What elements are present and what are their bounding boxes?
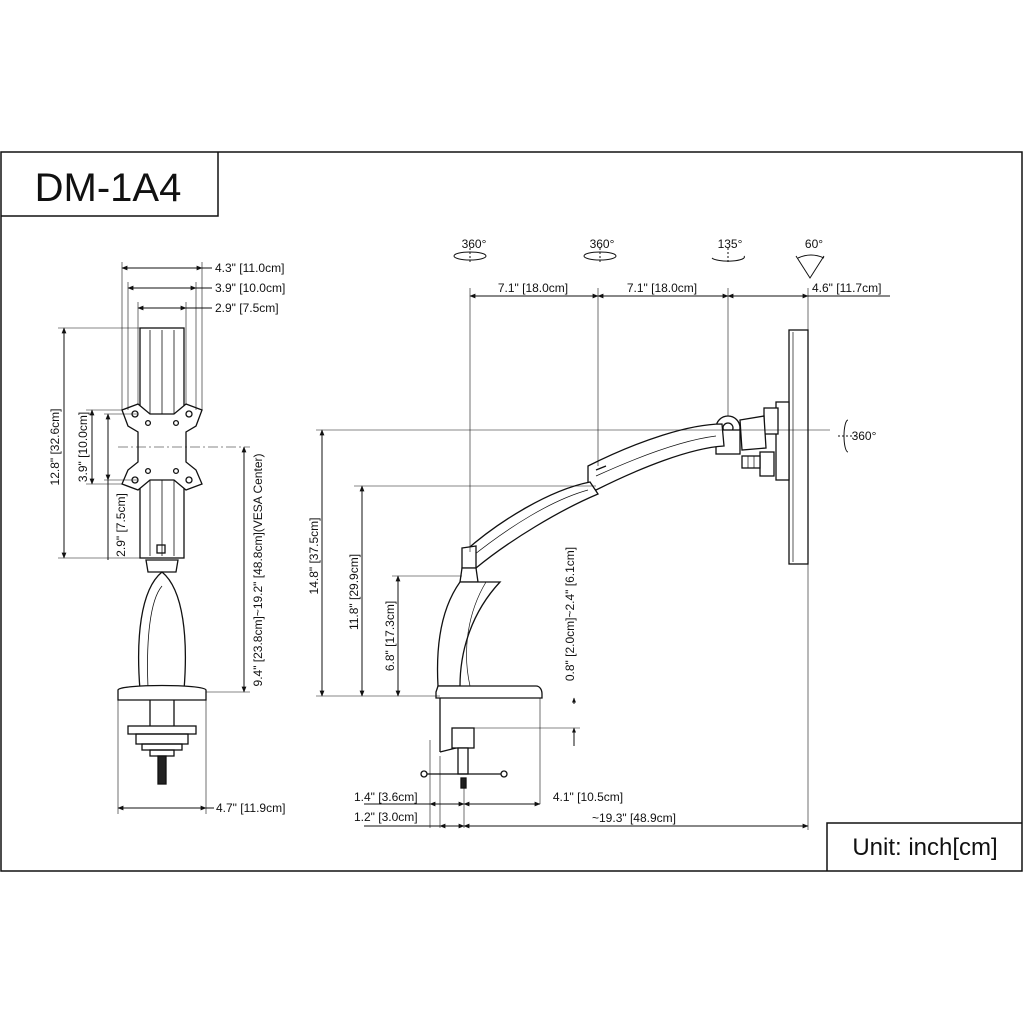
side-dimension-lines — [316, 288, 890, 830]
arm-length-label-1: 7.1" [18.0cm] — [498, 281, 568, 295]
rotation-label-4: 60° — [805, 237, 823, 251]
rotation-label-5: 360° — [852, 429, 877, 443]
rotation-label-3: 135° — [718, 237, 743, 251]
model-title: DM-1A4 — [35, 166, 182, 210]
front-view-drawing — [117, 327, 207, 785]
clamp-label-1: 1.4" [3.6cm] — [354, 790, 418, 804]
drawing-frame — [0, 151, 1023, 872]
rotation-label-1: 360° — [462, 237, 487, 251]
front-width-label-1: 4.3" [11.0cm] — [215, 261, 284, 275]
unit-label: Unit: inch[cm] — [852, 834, 997, 861]
front-view: 4.3" [11.0cm] 3.9" [10.0cm] 2.9" [7.5cm]… — [48, 261, 285, 815]
front-height-label-2: 3.9" [10.0cm] — [76, 412, 90, 482]
front-base-label: 4.7" [11.9cm] — [216, 801, 285, 815]
rotation-label-2: 360° — [590, 237, 615, 251]
front-dimension-lines — [58, 262, 250, 814]
clamp-label-2: 1.2" [3.0cm] — [354, 810, 418, 824]
front-height-label-3: 2.9" [7.5cm] — [114, 493, 128, 557]
side-view: 360° 360° 135° 60° 360° — [307, 237, 890, 830]
max-reach-label: ~19.3" [48.9cm] — [592, 811, 676, 825]
tilt-offset-label: 4.6" [11.7cm] — [812, 281, 881, 295]
front-width-label-3: 2.9" [7.5cm] — [215, 301, 279, 315]
front-width-label-2: 3.9" [10.0cm] — [215, 281, 285, 295]
clamp-label-3: 4.1" [10.5cm] — [553, 790, 623, 804]
rotation-symbols — [453, 248, 856, 453]
desk-thickness-label: 0.8" [2.0cm]~2.4" [6.1cm] — [563, 547, 577, 681]
side-height-label-3: 6.8" [17.3cm] — [383, 601, 397, 671]
front-height-label-1: 12.8" [32.6cm] — [48, 409, 62, 486]
side-height-label-1: 14.8" [37.5cm] — [307, 518, 321, 595]
arm-length-label-2: 7.1" [18.0cm] — [627, 281, 697, 295]
side-view-drawing — [420, 329, 809, 789]
side-height-label-2: 11.8" [29.9cm] — [347, 554, 361, 630]
vesa-center-label: 9.4" [23.8cm]~19.2" [48.8cm](VESA Center… — [251, 454, 265, 687]
